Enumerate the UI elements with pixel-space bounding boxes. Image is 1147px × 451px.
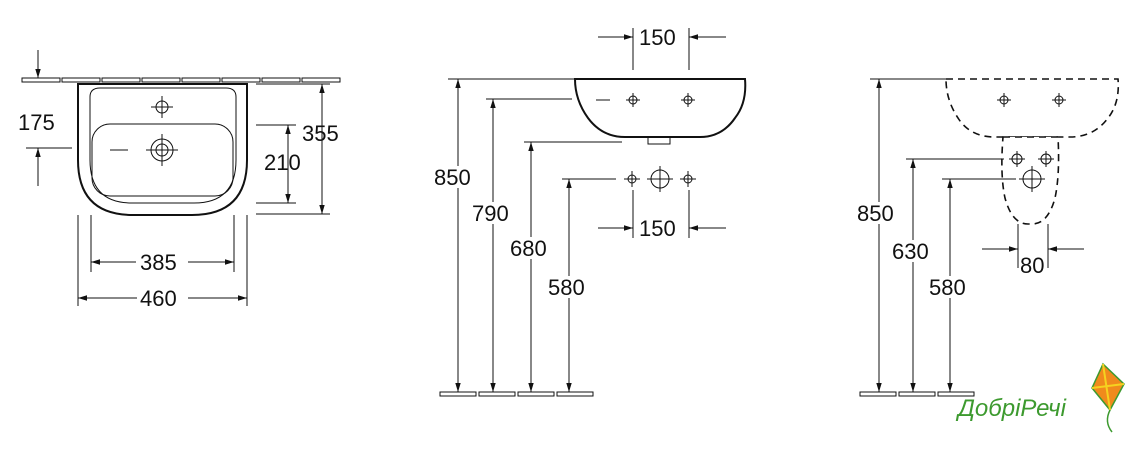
dim-210-label: 210 [264,150,301,175]
basin-bowl [91,123,234,197]
dim-580-pedestal-label: 580 [929,275,966,300]
floor-line-pedestal [859,391,975,397]
floor-line-side [439,391,594,397]
dim-355-label: 355 [302,121,339,146]
dim-680-label: 680 [510,236,547,261]
pedestal-dashed [1001,136,1060,225]
basin-dashed-profile [945,78,1120,138]
supply-points-pedestal [1009,151,1054,192]
dim-150-bottom-label: 150 [639,216,676,241]
brand-logo: ДобріРечі [955,362,1125,433]
tap-holes-pedestal [997,93,1066,107]
basin-side-profile [573,78,747,138]
logo-text: ДобріРечі [955,395,1067,422]
basin-rim [89,87,237,204]
dim-850-side-label: 850 [434,165,471,190]
dim-150-top-label: 150 [639,25,676,50]
kite-icon [1091,362,1125,433]
dim-790-label: 790 [472,201,509,226]
side-view: 150 150 850 790 [432,25,747,397]
dim-630-label: 630 [892,239,929,264]
dim-580-side-label: 580 [548,275,585,300]
dim-175-label: 175 [18,110,55,135]
waste-outlet [647,136,671,145]
tap-hole-symbol [151,96,173,118]
front-view: 175 355 210 385 460 [18,50,341,311]
tap-holes-side [596,93,695,107]
supply-points [624,166,696,192]
pedestal-view: 80 850 630 580 [855,78,1120,397]
dim-460-label: 460 [140,286,177,311]
dim-80-label: 80 [1020,253,1044,278]
dim-850-pedestal-label: 850 [857,201,894,226]
wall-line [21,77,341,83]
drain-symbol [110,134,178,166]
dim-385-label: 385 [140,250,177,275]
